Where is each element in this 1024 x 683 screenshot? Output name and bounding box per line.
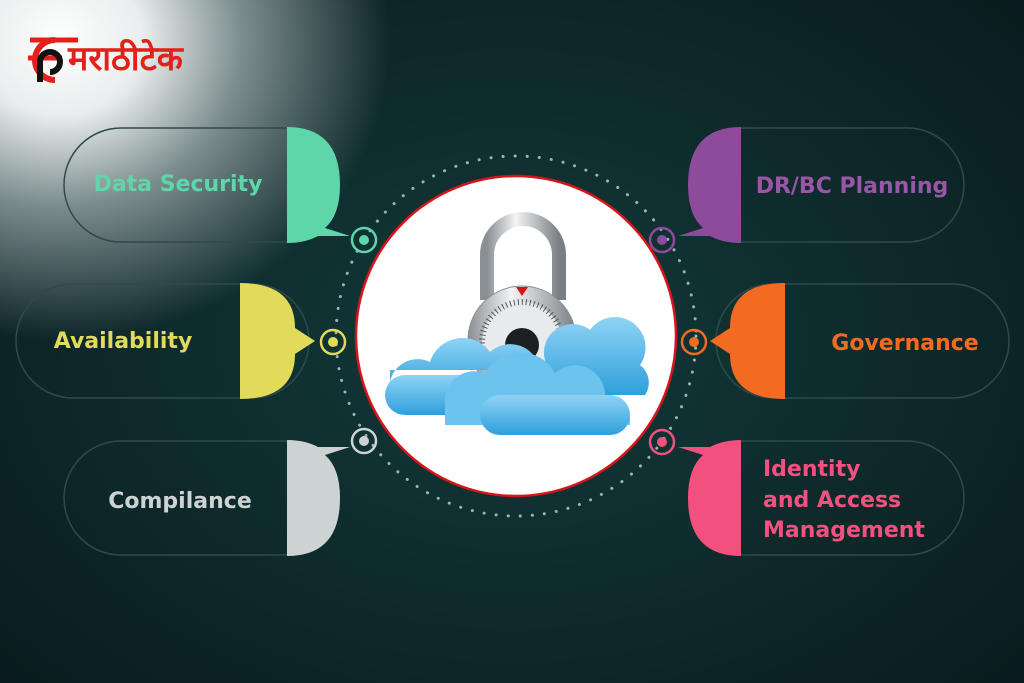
label-compliance: Compilance <box>108 489 251 514</box>
target-icon <box>319 328 347 356</box>
label-identity-line3: Management <box>763 518 925 543</box>
dotted-ring <box>334 154 698 518</box>
speech-bubble-icon <box>678 440 741 556</box>
label-availability: Availability <box>54 329 193 354</box>
target-icon <box>350 226 378 254</box>
pill-identity-access <box>678 440 965 556</box>
pill-dr-bc-planning <box>678 127 965 243</box>
pill-governance <box>710 283 1010 399</box>
pill-data-security <box>63 127 350 243</box>
label-data-security: Data Security <box>94 172 263 197</box>
speech-bubble-icon <box>710 283 785 399</box>
logo-mark-icon <box>28 37 78 83</box>
label-governance: Governance <box>831 331 978 356</box>
label-dr-bc-planning: DR/BC Planning <box>756 174 949 199</box>
target-icon <box>648 428 676 456</box>
padlock-cloud-icon <box>385 212 649 435</box>
target-markers <box>319 226 708 456</box>
target-icon <box>350 427 378 455</box>
label-identity-line2: and Access <box>763 488 901 513</box>
logo: मराठीटेक <box>28 37 185 83</box>
speech-bubble-icon <box>678 127 741 243</box>
label-identity-line1: Identity <box>763 457 860 482</box>
speech-bubble-icon <box>240 283 315 399</box>
pill-availability <box>15 283 315 399</box>
logo-text: मराठीटेक <box>67 38 185 79</box>
target-icon <box>648 226 676 254</box>
speech-bubble-icon <box>287 127 350 243</box>
target-icon <box>680 328 708 356</box>
pill-compliance <box>63 440 350 556</box>
speech-bubble-icon <box>287 440 350 556</box>
